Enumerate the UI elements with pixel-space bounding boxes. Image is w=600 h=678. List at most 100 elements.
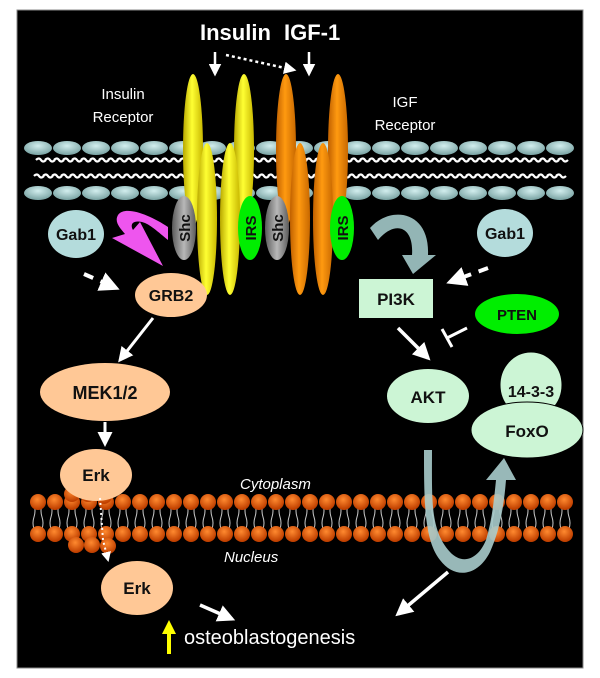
lipid-tail	[78, 173, 90, 179]
lipid-head	[24, 186, 52, 200]
insulin-receptor-label-line2: Receptor	[93, 109, 154, 126]
lipid-head	[343, 186, 371, 200]
lipid-tail	[69, 173, 81, 179]
lipid-tail	[123, 173, 135, 179]
gab1-left-node: Gab1	[48, 210, 104, 258]
lipid-tail	[348, 173, 360, 179]
lipid-head	[430, 141, 458, 155]
lipid-tail	[51, 173, 63, 179]
nuclear-lipid-head	[234, 526, 250, 542]
lipid-head	[53, 186, 81, 200]
lipid-head	[517, 141, 545, 155]
nuclear-lipid-head	[404, 494, 420, 510]
lipid-head	[459, 186, 487, 200]
lipid-tail	[170, 157, 182, 163]
nuclear-lipid-head	[217, 494, 233, 510]
lipid-tail	[132, 173, 144, 179]
lipid-tail	[485, 157, 497, 163]
lipid-head	[24, 141, 52, 155]
lipid-tail	[420, 173, 432, 179]
nuclear-lipid-head	[47, 494, 63, 510]
nuclear-lipid-head	[115, 526, 131, 542]
nuclear-lipid-head	[370, 526, 386, 542]
igf-receptor-beta-right	[313, 143, 333, 295]
lipid-tail	[260, 157, 272, 163]
lipid-tail	[438, 173, 450, 179]
lipid-tail	[411, 173, 423, 179]
lipid-tail	[267, 173, 279, 179]
shc-igf: Shc	[265, 196, 289, 260]
ligand-igf1-label: IGF-1	[284, 20, 340, 45]
lipid-tail	[447, 173, 459, 179]
nuclear-pore-lipid	[84, 537, 100, 553]
lipid-tail	[80, 157, 92, 163]
lipid-tail	[393, 173, 405, 179]
lipid-head	[82, 186, 110, 200]
lipid-tail	[42, 173, 54, 179]
shc-insulin-label: Shc	[177, 214, 194, 242]
nuclear-lipid-head	[217, 526, 233, 542]
foxo-to-osteoblastogenesis-arrow	[395, 570, 450, 617]
igf-receptor-label-line1: IGF	[393, 94, 418, 111]
nuclear-lipid-head	[455, 494, 471, 510]
lipid-head	[372, 141, 400, 155]
lipid-head	[140, 186, 168, 200]
lipid-tail	[510, 173, 522, 179]
grb2-label: GRB2	[149, 288, 194, 305]
lipid-tail	[467, 157, 479, 163]
gab1-left-label: Gab1	[56, 227, 96, 244]
igf-receptor-beta-left	[290, 143, 310, 295]
lipid-tail	[440, 157, 452, 163]
lipid-tail	[494, 157, 506, 163]
lipid-tail	[258, 173, 270, 179]
lipid-tail	[62, 157, 74, 163]
cytoplasm-label: Cytoplasm	[240, 476, 311, 493]
lipid-tail	[429, 173, 441, 179]
lipid-tail	[530, 157, 542, 163]
lipid-tail	[557, 157, 569, 163]
insulin-receptor-label-line1: Insulin	[101, 86, 144, 103]
nuclear-lipid-head	[302, 526, 318, 542]
foxo-nuclear-shuttle-arrow	[424, 450, 516, 573]
p1433-node: 14-3-3	[499, 351, 563, 419]
increase-up-arrowhead-icon	[162, 620, 176, 634]
nuclear-pore-lipid	[68, 537, 84, 553]
lipid-tail	[89, 157, 101, 163]
nuclear-lipid-head	[353, 526, 369, 542]
nuclear-lipid-head	[183, 526, 199, 542]
erk-nucleus-node: Erk	[101, 561, 173, 615]
nuclear-lipid-head	[302, 494, 318, 510]
lipid-tail	[422, 157, 434, 163]
lipid-tail	[384, 173, 396, 179]
lipid-tail	[395, 157, 407, 163]
lipid-head	[111, 186, 139, 200]
lipid-tail	[98, 157, 110, 163]
lipid-tail	[60, 173, 72, 179]
lipid-head	[343, 141, 371, 155]
lipid-tail	[458, 157, 470, 163]
nuclear-lipid-head	[370, 494, 386, 510]
shc-to-grb2-magenta-arrow	[112, 210, 168, 266]
lipid-tail	[150, 173, 162, 179]
lipid-tail	[71, 157, 83, 163]
nuclear-lipid-head	[166, 526, 182, 542]
lipid-tail	[431, 157, 443, 163]
lipid-tail	[386, 157, 398, 163]
lipid-tail	[141, 173, 153, 179]
lipid-tail	[116, 157, 128, 163]
lipid-tail	[105, 173, 117, 179]
nuclear-lipid-head	[30, 494, 46, 510]
outcome-label: osteoblastogenesis	[184, 627, 355, 649]
nuclear-pore-lipid	[100, 538, 116, 554]
erk-nuclear-translocation-arrow	[99, 497, 111, 562]
lipid-head	[488, 186, 516, 200]
shc-insulin: Shc	[172, 196, 196, 260]
pten-inhibits-akt-arrow	[440, 326, 468, 348]
lipid-tail	[350, 157, 362, 163]
nuclear-lipid-head	[336, 526, 352, 542]
nuclear-lipid-head	[506, 494, 522, 510]
lipid-tail	[96, 173, 108, 179]
nuclear-lipid-head	[387, 494, 403, 510]
lipid-tail	[519, 173, 531, 179]
